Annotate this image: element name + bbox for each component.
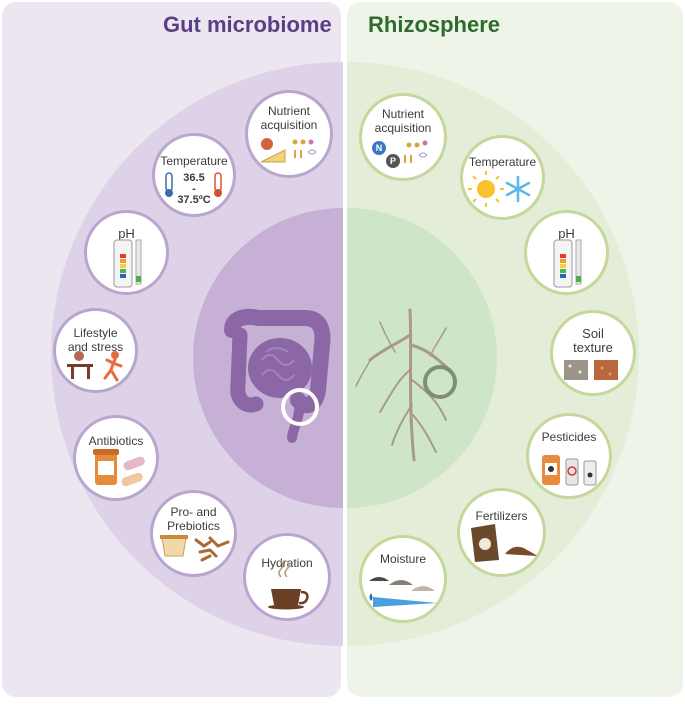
rhizo-node-fertilizers: Fertilizers (457, 488, 546, 577)
gut-panel-title: Gut microbiome (163, 12, 332, 37)
phosphorus-badge: P (386, 154, 400, 168)
gut-temp-bottom: 37.5ºC (177, 194, 211, 206)
gut-temp-dash: - (192, 183, 196, 195)
gut-node-label-nutrient: Nutrient acquisition (260, 104, 318, 132)
rhizo-node-label-ph: pH (558, 226, 575, 241)
gut-temp-top: 36.5 (183, 172, 205, 184)
rhizo-node-ph: pH (524, 210, 609, 295)
thermometer-icon (165, 172, 222, 197)
lifestyle-icon (67, 351, 123, 382)
ph-strip-icon (553, 239, 582, 288)
rhizo-node-moisture: Moisture (359, 535, 447, 623)
gut-node-ph: pH (84, 210, 169, 295)
gut-node-label-probiotics: Pro- and Prebiotics (167, 505, 220, 533)
gut-node-label-antibiotics: Antibiotics (88, 434, 144, 448)
pill-bottle-icon (93, 449, 145, 487)
food-icon (260, 138, 317, 163)
gut-node-probiotics: Pro- and Prebiotics (150, 490, 237, 577)
rhizo-node-label-nutrient: Nutrient acquisition (374, 107, 432, 135)
gut-node-nutrient-acquisition: Nutrient acquisition (245, 90, 333, 178)
nitrogen-badge: N (372, 141, 386, 155)
rhizo-node-label-temperature: Temperature (468, 155, 537, 169)
rhizo-node-nutrient-acquisition: Nutrient acquisition N P (359, 93, 447, 181)
yogurt-icon (160, 535, 230, 562)
rhizo-node-label-moisture: Moisture (379, 552, 426, 566)
gut-node-label-ph: pH (118, 226, 135, 241)
rhizo-node-temperature: Temperature (460, 135, 545, 220)
rhizo-node-label-pesticides: Pesticides (541, 430, 597, 444)
soil-samples-icon (564, 360, 618, 380)
sun-snow-icon (468, 171, 531, 207)
rhizo-node-pesticides: Pesticides (526, 413, 612, 499)
pesticide-bottles-icon (542, 455, 597, 486)
gut-node-label-temperature: Temperature (160, 154, 228, 168)
gut-node-temperature: Temperature 36.5 - 37.5ºC (152, 133, 236, 217)
gut-node-label-lifestyle: Lifestyle and stress (67, 326, 124, 354)
ph-strip-icon (113, 239, 142, 288)
fertilizer-bag-icon (471, 524, 537, 562)
gut-node-hydration: Hydration (243, 533, 331, 621)
moisture-icon (369, 577, 437, 607)
rhizo-node-label-fertilizers: Fertilizers (475, 509, 528, 523)
gut-node-antibiotics: Antibiotics (73, 415, 159, 501)
coffee-cup-icon (268, 560, 309, 610)
nutrient-molecules-icon (404, 140, 428, 163)
gut-node-label-hydration: Hydration (261, 556, 313, 570)
rhizo-node-soil-texture: Soil texture (550, 310, 636, 396)
root-icon (355, 308, 457, 462)
rhizosphere-panel-title: Rhizosphere (368, 12, 501, 37)
intestine-icon (224, 308, 331, 443)
rhizo-node-label-soil: Soil texture (573, 326, 613, 355)
gut-node-lifestyle: Lifestyle and stress (53, 308, 138, 393)
rhizosphere-core (347, 208, 497, 508)
